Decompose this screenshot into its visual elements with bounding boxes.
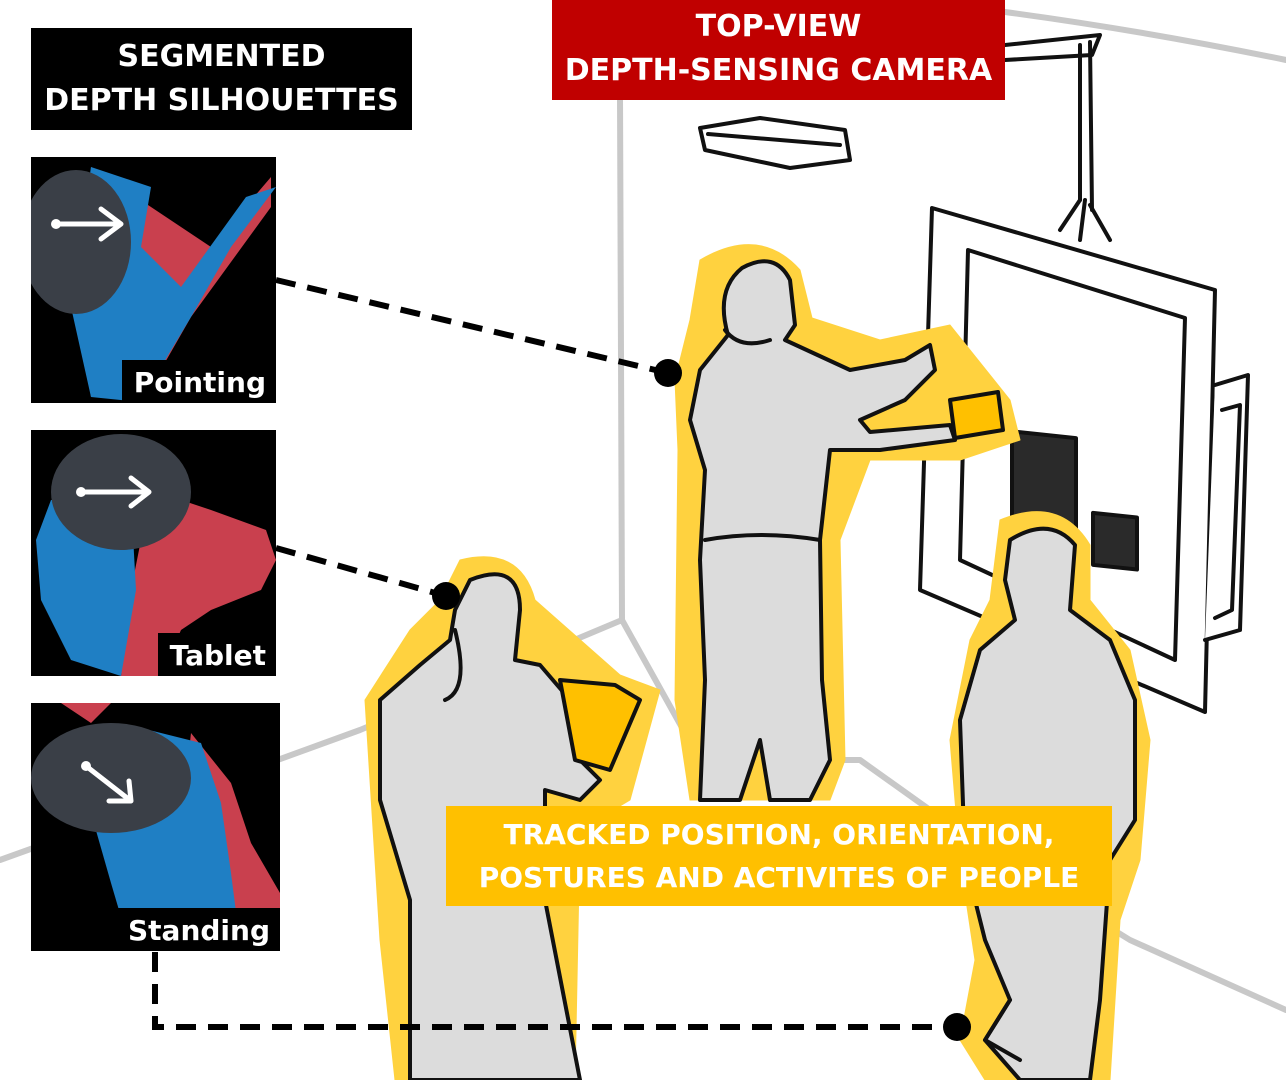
people-sketch xyxy=(378,259,1137,1080)
silhouette-panel-tablet: Tablet xyxy=(31,430,276,676)
panel-caption-tablet: Tablet xyxy=(157,633,276,676)
segmented-silhouettes-label: SEGMENTED DEPTH SILHOUETTES xyxy=(31,28,412,130)
tracked-people-label: TRACKED POSITION, ORIENTATION, POSTURES … xyxy=(446,806,1112,906)
connector-standing xyxy=(152,952,957,1030)
panel-caption-pointing: Pointing xyxy=(121,360,276,403)
camera-label: TOP-VIEW DEPTH-SENSING CAMERA xyxy=(552,0,1005,100)
tablet-silhouette xyxy=(36,434,276,676)
camera-sketch xyxy=(698,33,1112,242)
dot-tablet-user xyxy=(432,582,460,610)
camera-label-line-2: DEPTH-SENSING CAMERA xyxy=(564,53,993,88)
silhouette-panel-standing: Standing xyxy=(31,703,280,951)
connector-dots xyxy=(432,359,971,1041)
segmented-label-line-1: SEGMENTED xyxy=(117,39,326,74)
panel-caption-standing: Standing xyxy=(116,908,280,951)
connector-pointing xyxy=(275,277,669,376)
standing-silhouette xyxy=(31,703,280,951)
silhouette-panel-pointing: Pointing xyxy=(31,157,276,403)
connector-lines xyxy=(152,277,957,1030)
connector-tablet xyxy=(275,545,447,599)
dot-presenter xyxy=(654,359,682,387)
tracked-label-line-1: TRACKED POSITION, ORIENTATION, xyxy=(503,818,1055,851)
tracked-label-line-2: POSTURES AND ACTIVITES OF PEOPLE xyxy=(478,861,1080,894)
pointing-silhouette xyxy=(31,167,276,403)
segmented-label-line-2: DEPTH SILHOUETTES xyxy=(44,83,399,118)
camera-label-line-1: TOP-VIEW xyxy=(695,9,862,44)
dot-standing-person xyxy=(943,1013,971,1041)
